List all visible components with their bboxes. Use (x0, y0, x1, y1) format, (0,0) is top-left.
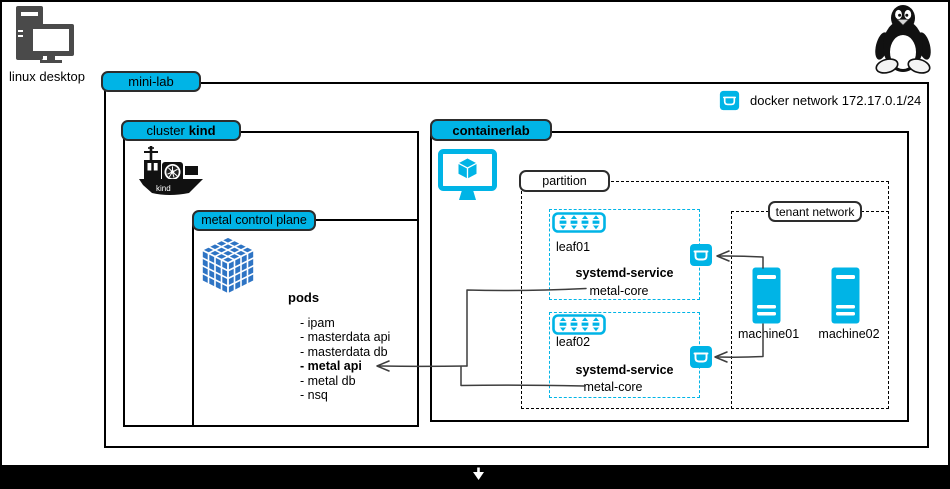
pods-list: - ipam - masterdata api - masterdata db … (300, 316, 390, 402)
tux-penguin-icon (875, 5, 931, 74)
docker-network-legend: docker network 172.17.0.1/24 (750, 93, 922, 108)
leaf01-docker-icon (690, 244, 712, 266)
pods-title: pods (288, 290, 320, 305)
partition-label: partition (519, 170, 610, 192)
kind-logo-text: kind (156, 184, 171, 193)
machine01-server-icon (752, 267, 781, 324)
cluster-kind-label-prefix: cluster (146, 123, 185, 138)
leaf02-service: metal-core (583, 380, 643, 394)
pod-item-metal-db: - metal db (300, 373, 356, 388)
containerlab-box (430, 131, 909, 422)
leaf01-switch-icon (552, 212, 606, 233)
linux-desktop-label: linux desktop (9, 69, 85, 84)
leaf01-service-title: systemd-service (575, 266, 674, 280)
cluster-kind-label: cluster kind (121, 120, 241, 141)
leaf02-switch-icon (552, 314, 606, 335)
bottom-bar (0, 465, 950, 489)
docker-network-icon (719, 90, 740, 111)
machine01-label: machine01 (738, 327, 800, 341)
containerlab-monitor-icon (438, 149, 497, 200)
pod-item-masterdata-api: - masterdata api (300, 330, 391, 345)
tenant-network-label-text: tenant network (775, 204, 855, 219)
machine02-server-icon (831, 267, 860, 324)
cluster-kind-label-bold: kind (188, 123, 216, 138)
leaf02-name: leaf02 (556, 335, 591, 349)
mini-lab-label: mini-lab (101, 71, 201, 92)
containerlab-label: containerlab (430, 119, 552, 141)
linux-desktop-icon (16, 6, 74, 63)
pod-item-nsq: - nsq (300, 388, 328, 403)
metal-stack-cube-icon (202, 237, 254, 294)
machine02-label: machine02 (818, 327, 880, 341)
leaf01-service: metal-core (589, 284, 649, 298)
mini-lab-box (104, 82, 929, 448)
down-arrow-icon[interactable] (470, 467, 487, 484)
containerlab-label-text: containerlab (452, 122, 530, 138)
partition-label-text: partition (542, 173, 587, 188)
mini-lab-label-text: mini-lab (128, 74, 174, 89)
leaf02-docker-icon (690, 346, 712, 368)
metal-control-plane-label: metal control plane (192, 210, 316, 231)
pod-item-metal-api: - metal api (300, 359, 362, 374)
tenant-network-label: tenant network (768, 201, 862, 222)
pod-item-masterdata-db: - masterdata db (300, 344, 388, 359)
leaf01-name: leaf01 (556, 240, 591, 254)
leaf02-service-title: systemd-service (575, 363, 674, 377)
metal-control-plane-label-text: metal control plane (201, 213, 307, 228)
kind-ship-icon: kind (139, 146, 203, 195)
pod-item-ipam: - ipam (300, 316, 335, 330)
